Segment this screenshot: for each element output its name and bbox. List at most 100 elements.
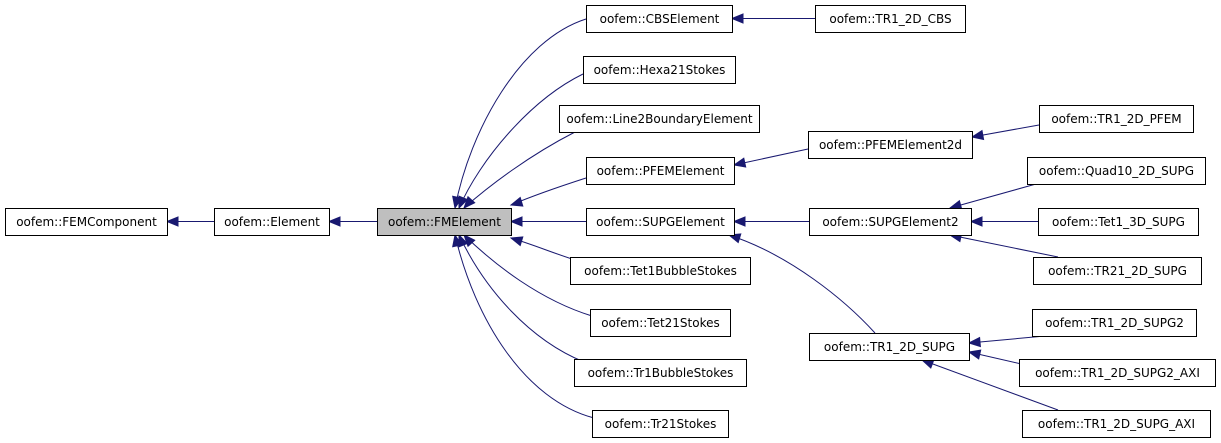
edge-line2boundaryelement-to-fmelement — [463, 131, 576, 209]
class-node-tet1bubblestokes[interactable]: oofem::Tet1BubbleStokes — [570, 257, 751, 285]
class-node-pfemelement[interactable]: oofem::PFEMElement — [586, 157, 735, 185]
arrowhead-icon — [165, 216, 179, 227]
class-box — [583, 56, 736, 84]
edge-tr1_2d_pfem-to-pfemelement2d — [970, 124, 1040, 141]
class-node-supgelement2[interactable]: oofem::SUPGElement2 — [809, 208, 972, 236]
class-node-hexa21stokes[interactable]: oofem::Hexa21Stokes — [583, 56, 736, 84]
class-box — [1038, 208, 1199, 236]
arrowhead-icon — [452, 233, 463, 248]
edge-tet1_3d_supg-to-supgelement2 — [969, 216, 1038, 227]
class-node-tr1_2d_cbs[interactable]: oofem::TR1_2D_CBS — [815, 5, 966, 33]
class-label: oofem::SUPGElement — [596, 215, 725, 229]
class-box — [570, 257, 751, 285]
edge-line — [510, 177, 587, 206]
arrowhead-icon — [327, 216, 341, 227]
class-node-quad10_2d_supg[interactable]: oofem::Quad10_2D_SUPG — [1027, 157, 1206, 185]
edge-tr21stokes-to-fmelement — [452, 233, 595, 419]
class-box — [1022, 410, 1211, 438]
edge-tr1_2d_supg2-to-tr1_2d_supg — [967, 335, 1046, 348]
edge-tr1_2d_cbs-to-cbselement — [730, 13, 815, 24]
edge-line — [454, 234, 595, 419]
class-label: oofem::Tr21Stokes — [605, 417, 717, 431]
class-label: oofem::TR1_2D_SUPG — [824, 340, 955, 354]
arrowhead-icon — [463, 234, 476, 248]
class-box — [592, 410, 729, 438]
edge-line — [733, 148, 809, 166]
edge-line — [463, 131, 576, 209]
class-node-element[interactable]: oofem::Element — [214, 208, 330, 236]
class-node-tr21stokes[interactable]: oofem::Tr21Stokes — [592, 410, 729, 438]
class-label: oofem::Tet1BubbleStokes — [584, 264, 737, 278]
class-node-supgelement[interactable]: oofem::SUPGElement — [586, 208, 735, 236]
class-label: oofem::TR1_2D_SUPG2 — [1045, 316, 1184, 330]
edge-line — [949, 183, 1037, 209]
class-label: oofem::Tet1_3D_SUPG — [1052, 215, 1185, 229]
edge-line — [968, 335, 1046, 344]
edge-line — [458, 234, 585, 363]
class-label: oofem::Line2BoundaryElement — [566, 112, 752, 126]
class-label: oofem::TR1_2D_SUPG_AXI — [1038, 417, 1195, 431]
edge-line — [921, 359, 1059, 411]
class-box — [815, 5, 966, 33]
edges-layer — [165, 13, 1059, 419]
arrowhead-icon — [969, 216, 983, 227]
class-label: oofem::FMElement — [388, 215, 501, 229]
arrowhead-icon — [509, 196, 524, 207]
class-node-tr1bubblestokes[interactable]: oofem::Tr1BubbleStokes — [574, 359, 747, 387]
class-label: oofem::PFEMElement — [597, 164, 725, 178]
arrowhead-icon — [509, 216, 523, 227]
edge-line — [728, 234, 876, 334]
class-box — [808, 131, 973, 159]
edge-line — [463, 234, 593, 317]
class-node-tet1_3d_supg[interactable]: oofem::Tet1_3D_SUPG — [1038, 208, 1199, 236]
class-node-cbselement[interactable]: oofem::CBSElement — [586, 5, 733, 33]
edge-fmelement-to-element — [327, 216, 377, 227]
class-box — [214, 208, 330, 236]
class-node-tr1_2d_supg_axi[interactable]: oofem::TR1_2D_SUPG_AXI — [1022, 410, 1211, 438]
class-node-line2boundaryelement[interactable]: oofem::Line2BoundaryElement — [559, 105, 760, 133]
class-label: oofem::Tr1BubbleStokes — [588, 366, 734, 380]
arrowhead-icon — [732, 157, 747, 168]
edge-line — [458, 73, 584, 209]
class-label: oofem::PFEMElement2d — [819, 138, 962, 152]
arrowhead-icon — [732, 216, 746, 227]
class-box — [1019, 359, 1216, 387]
class-node-femcomponent[interactable]: oofem::FEMComponent — [5, 208, 168, 236]
arrowhead-icon — [463, 195, 476, 209]
class-box — [5, 208, 168, 236]
class-node-tr21_2d_supg[interactable]: oofem::TR21_2D_SUPG — [1033, 257, 1202, 285]
edge-quad10_2d_supg-to-supgelement2 — [948, 183, 1037, 210]
class-node-tr1_2d_pfem[interactable]: oofem::TR1_2D_PFEM — [1039, 105, 1194, 133]
class-label: oofem::SUPGElement2 — [822, 215, 958, 229]
arrowhead-icon — [970, 129, 985, 141]
class-box — [1039, 105, 1194, 133]
class-node-tr1_2d_supg2[interactable]: oofem::TR1_2D_SUPG2 — [1032, 309, 1197, 337]
class-node-fmelement: oofem::FMElement — [377, 208, 512, 236]
class-box — [586, 208, 735, 236]
class-node-tet21stokes[interactable]: oofem::Tet21Stokes — [590, 309, 731, 337]
edge-line — [454, 18, 587, 209]
class-box — [1027, 157, 1206, 185]
class-label: oofem::Element — [224, 215, 320, 229]
arrowhead-icon — [509, 236, 524, 247]
class-label: oofem::FEMComponent — [16, 215, 157, 229]
class-node-pfemelement2d[interactable]: oofem::PFEMElement2d — [808, 131, 973, 159]
class-box — [559, 105, 760, 133]
edge-line — [949, 234, 1059, 258]
edge-tr1_2d_supg-to-supgelement — [727, 233, 876, 334]
edge-hexa21stokes-to-fmelement — [458, 73, 584, 210]
class-node-tr1_2d_supg2_axi[interactable]: oofem::TR1_2D_SUPG2_AXI — [1019, 359, 1216, 387]
edge-tr21_2d_supg-to-supgelement2 — [948, 232, 1059, 258]
edge-tet21stokes-to-fmelement — [463, 234, 593, 317]
class-label: oofem::TR1_2D_CBS — [829, 12, 951, 26]
edge-pfemelement-to-fmelement — [509, 177, 587, 207]
class-label: oofem::Quad10_2D_SUPG — [1039, 164, 1194, 178]
edge-element-to-femcomponent — [165, 216, 214, 227]
class-box — [586, 5, 733, 33]
class-label: oofem::Hexa21Stokes — [594, 63, 726, 77]
class-label: oofem::TR1_2D_PFEM — [1051, 112, 1181, 126]
class-label: oofem::CBSElement — [600, 12, 720, 26]
class-node-tr1_2d_supg[interactable]: oofem::TR1_2D_SUPG — [809, 333, 970, 361]
